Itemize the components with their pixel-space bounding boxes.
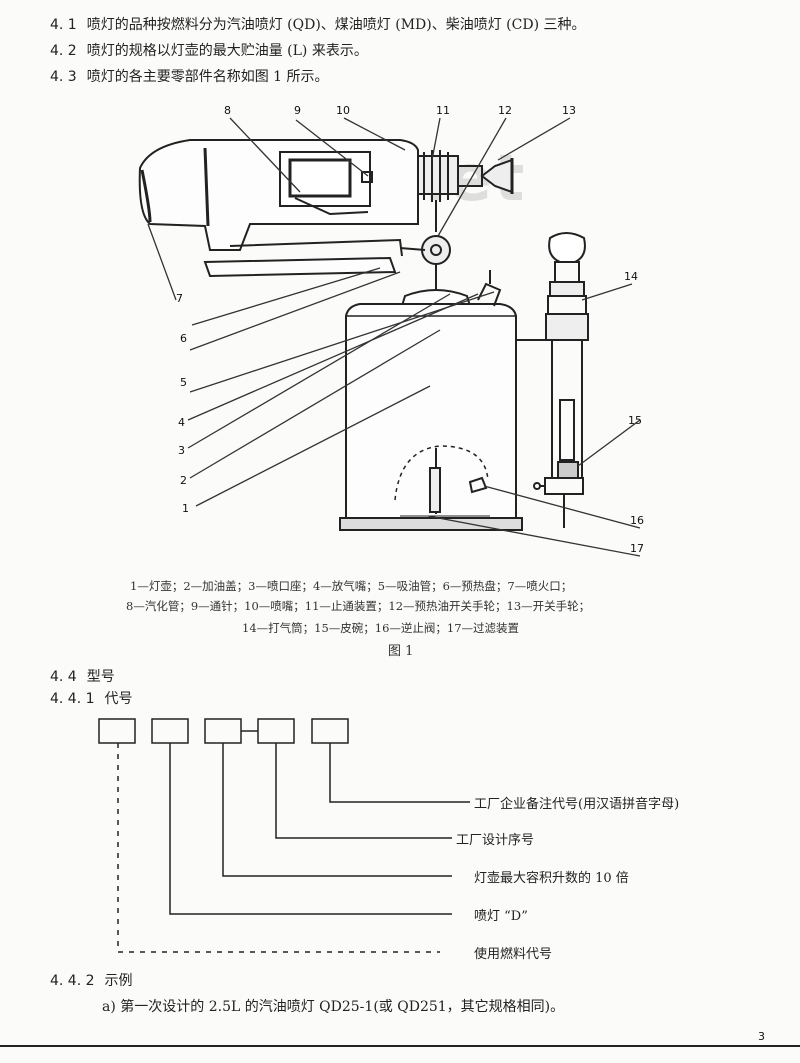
code-label-design-number: 工厂设计序号	[456, 833, 535, 848]
section-title: 示例	[104, 973, 133, 989]
part-label-16: 16	[630, 514, 644, 527]
code-label-capacity: 灯壶最大容积升数的 10 倍	[474, 871, 629, 886]
part-label-5: 5	[180, 376, 187, 389]
part-label-4: 4	[178, 416, 185, 429]
paragraph-text: 喷灯的各主要零部件名称如图 1 所示。	[86, 69, 329, 85]
bottom-rule	[0, 1045, 800, 1047]
figure-legend-line-1: 1—灯壶；2—加油盖；3—喷口座；4—放气嘴；5—吸油管；6—预热盘；7—喷火口…	[130, 579, 573, 593]
paragraph-4-3: 4. 3 喷灯的各主要零部件名称如图 1 所示。	[50, 66, 329, 86]
part-label-6: 6	[180, 332, 187, 345]
part-label-11: 11	[436, 104, 450, 117]
part-label-8: 8	[224, 104, 231, 117]
section-number: 4. 4. 2	[50, 973, 95, 989]
page-number: 3	[758, 1030, 765, 1043]
section-title: 代号	[104, 691, 133, 707]
leader-lines	[147, 117, 641, 557]
paragraph-4-2: 4. 2 喷灯的规格以灯壶的最大贮油量 (L) 来表示。	[50, 40, 368, 60]
part-label-9: 9	[294, 104, 301, 117]
section-number: 4. 4. 1	[50, 691, 95, 707]
code-label-fuel: 使用燃料代号	[474, 947, 553, 962]
part-label-17: 17	[630, 542, 644, 555]
code-box-capacity	[204, 718, 242, 744]
paragraph-text: 喷灯的品种按燃料分为汽油喷灯 (QD)、煤油喷灯 (MD)、柴油喷灯 (CD) …	[86, 17, 586, 33]
model-code-diagram	[98, 718, 470, 953]
blowtorch-drawing	[138, 139, 589, 531]
figure-caption: 图 1	[388, 644, 414, 659]
section-4-4-2-heading: 4. 4. 2 示例	[50, 970, 133, 990]
figure-legend-line-2: 8—汽化管；9—通针；10—喷嘴；11—止通装置；12—预热油开关手轮；13—开…	[126, 599, 591, 613]
code-label-lamp: 喷灯 “D”	[474, 909, 528, 924]
part-labels: 1 2 3 4 5 6 7 8 9 10 11 12 13 14 15 16 1…	[176, 104, 644, 555]
part-label-15: 15	[628, 414, 642, 427]
code-box-lamp	[151, 718, 189, 744]
part-label-7: 7	[176, 292, 183, 305]
section-title: 型号	[86, 669, 115, 685]
paragraph-4-1: 4. 1 喷灯的品种按燃料分为汽油喷灯 (QD)、煤油喷灯 (MD)、柴油喷灯 (…	[50, 14, 586, 34]
section-4-4-heading: 4. 4 型号	[50, 666, 115, 686]
part-label-3: 3	[178, 444, 185, 457]
code-box-factory	[311, 718, 349, 744]
part-label-12: 12	[498, 104, 512, 117]
example-text: a) 第一次设计的 2.5L 的汽油喷灯 QD25-1(或 QD251，其它规格…	[102, 999, 565, 1015]
section-number: 4. 4	[50, 669, 77, 685]
part-label-1: 1	[182, 502, 189, 515]
code-box-design	[257, 718, 295, 744]
paragraph-number: 4. 3	[50, 69, 77, 85]
part-label-13: 13	[562, 104, 576, 117]
paragraph-number: 4. 1	[50, 17, 77, 33]
code-label-factory: 工厂企业备注代号(用汉语拼音字母)	[474, 797, 680, 812]
paragraph-number: 4. 2	[50, 43, 77, 59]
code-box-fuel	[98, 718, 136, 744]
part-label-2: 2	[180, 474, 187, 487]
figure-legend-line-3: 14—打气筒；15—皮碗；16—逆止阀；17—过滤装置	[242, 621, 520, 635]
part-label-14: 14	[624, 270, 638, 283]
section-4-4-1-heading: 4. 4. 1 代号	[50, 688, 133, 708]
part-label-10: 10	[336, 104, 350, 117]
paragraph-text: 喷灯的规格以灯壶的最大贮油量 (L) 来表示。	[86, 43, 368, 59]
